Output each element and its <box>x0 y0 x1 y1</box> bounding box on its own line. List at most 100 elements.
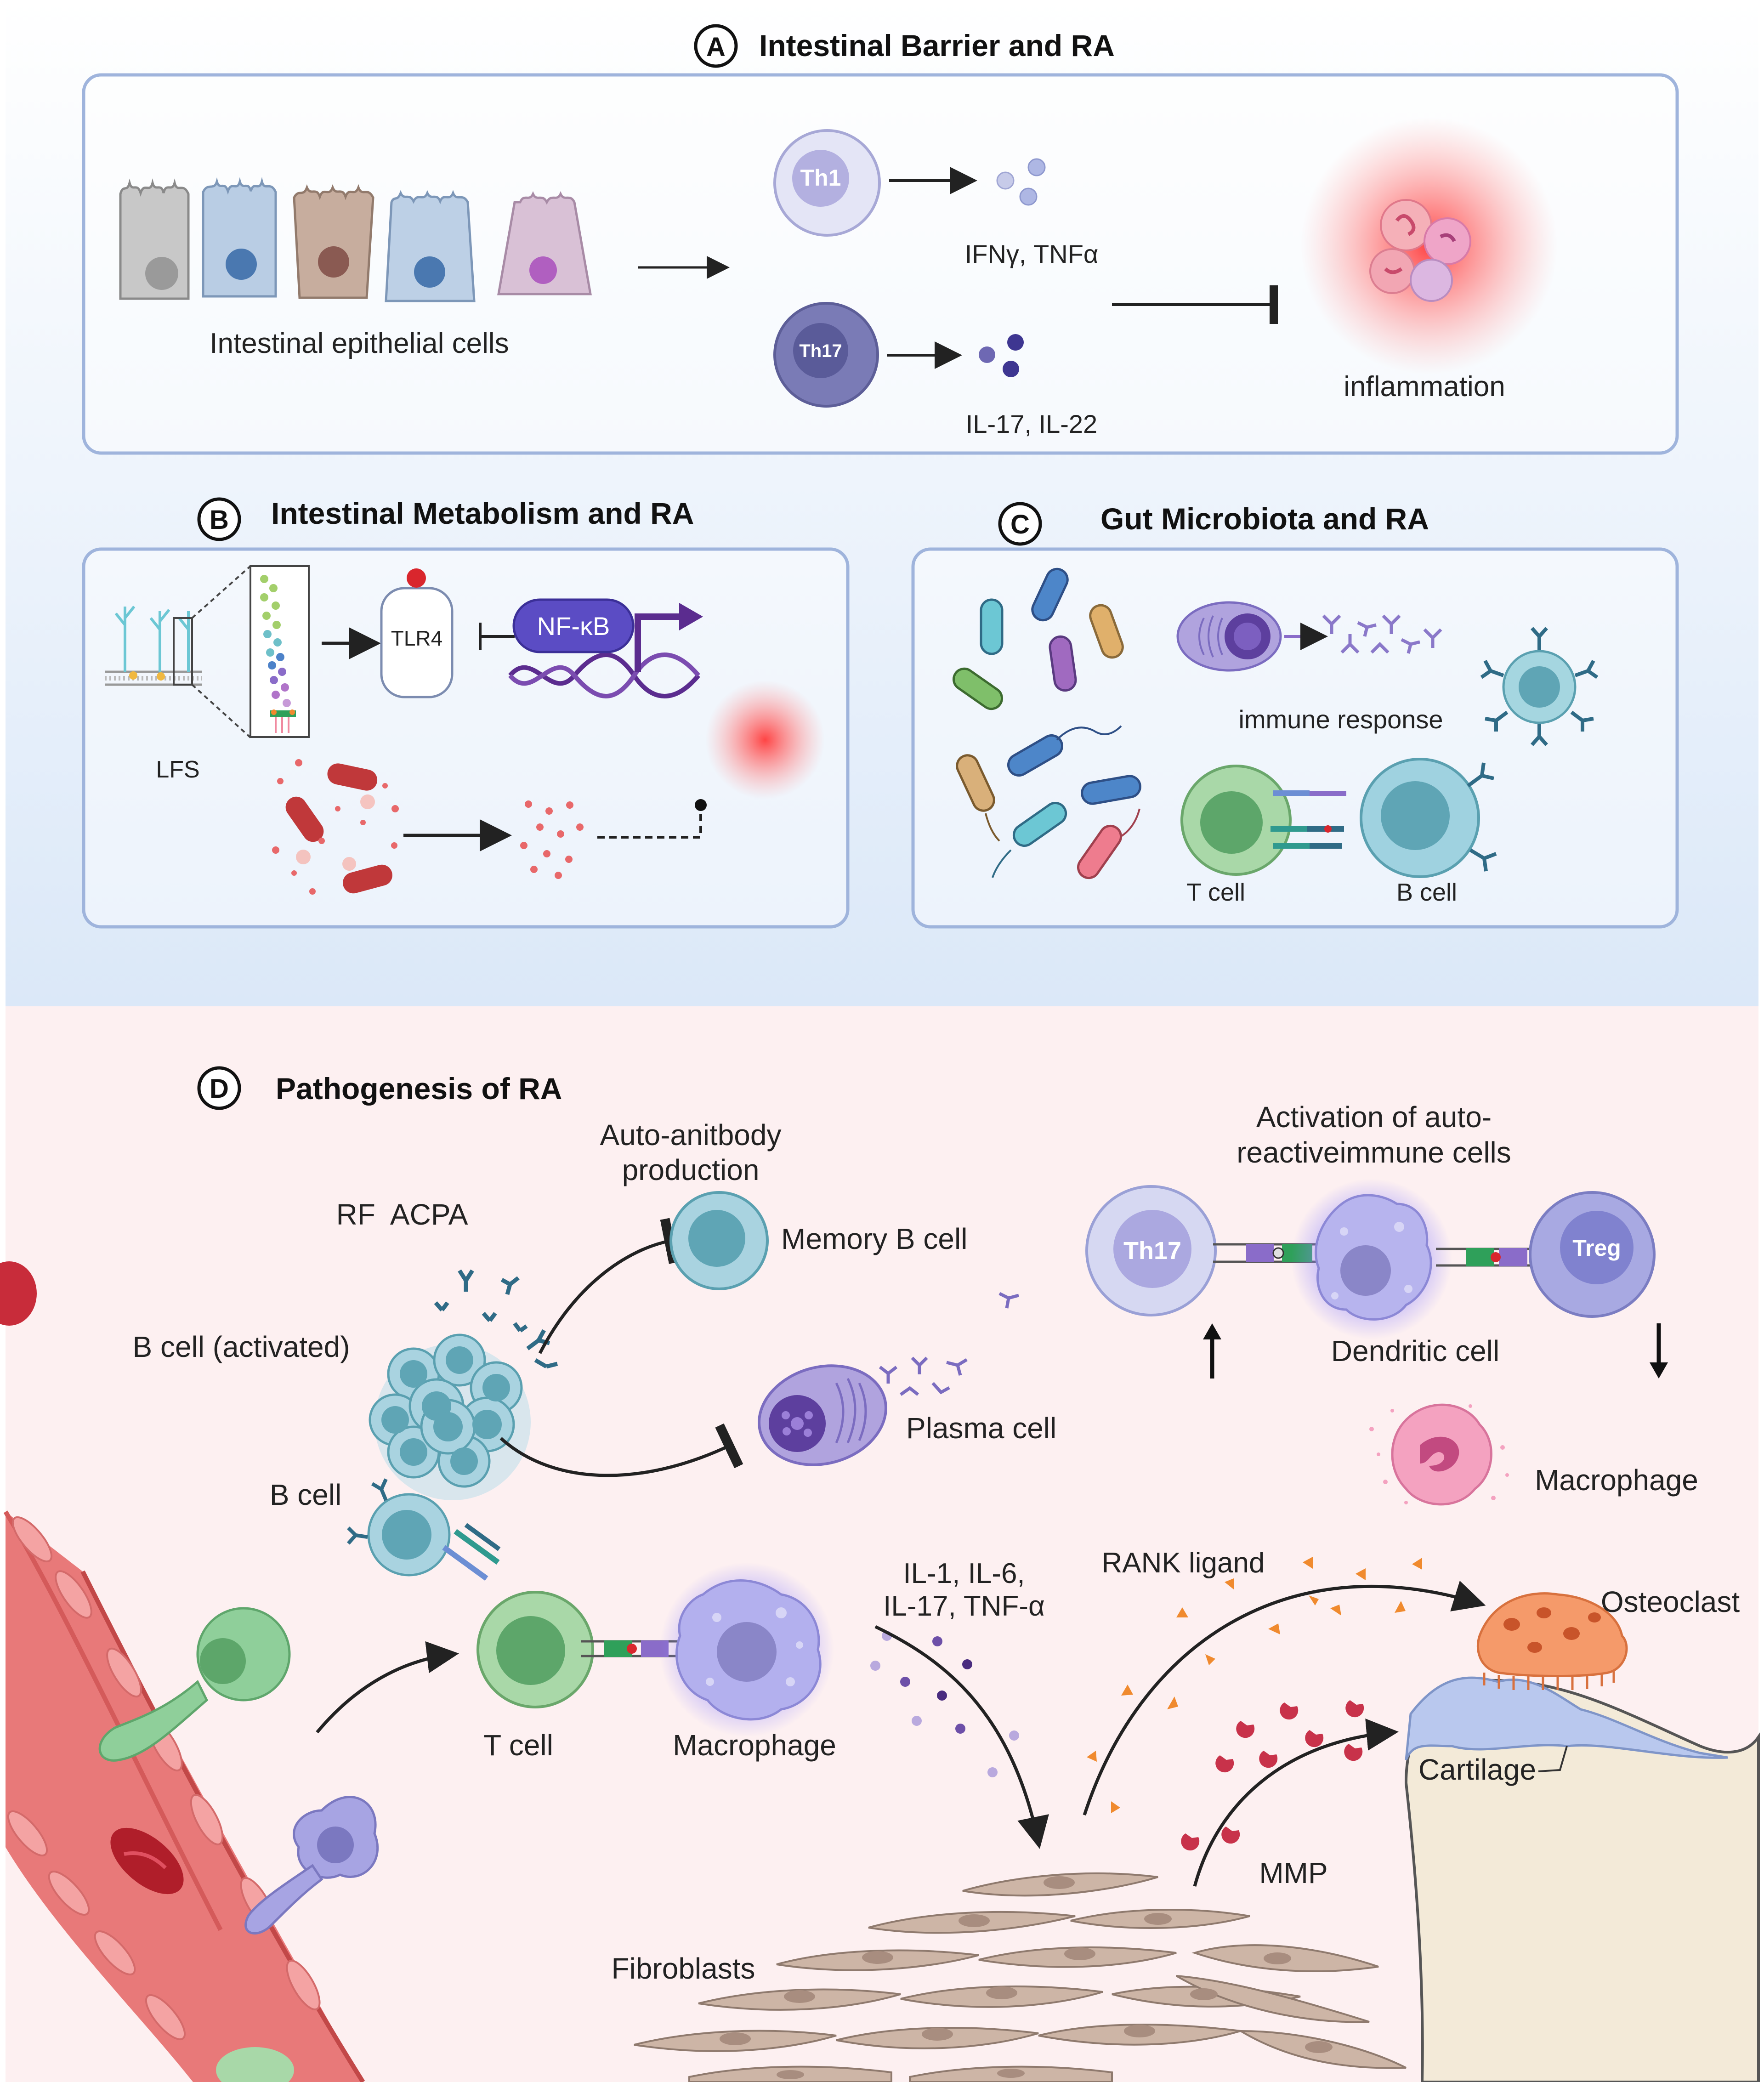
migrating-macrophage <box>244 1796 379 1935</box>
red-blood-cell <box>0 1261 37 1326</box>
lfs-label: LFS <box>156 756 199 783</box>
epithelial-cell <box>385 190 476 302</box>
panel-b: B Intestinal Metabolism and RA <box>82 496 850 929</box>
epithelial-cell <box>497 191 592 295</box>
arrow-cytokines-to-fibroblasts <box>874 1625 1049 1849</box>
th1-cytokine-dots <box>996 158 1046 206</box>
th1-cytokines-label: IFNγ, TNFα <box>965 239 1099 268</box>
tcr-mhc-bridge-c <box>1271 790 1346 849</box>
macrophage-2 <box>1369 1403 1509 1506</box>
treg-cell: Treg <box>1529 1191 1656 1318</box>
cytokines-label-2: IL-17, TNF-α <box>883 1590 1045 1622</box>
mmp-label: MMP <box>1259 1856 1327 1889</box>
cytokine-particles-d <box>870 1631 1019 1777</box>
th17-cell-a: Th17 <box>773 302 879 408</box>
tlr4-label: TLR4 <box>391 626 442 650</box>
macrophage-label-d: Macrophage <box>673 1729 836 1762</box>
treg-label: Treg <box>1572 1235 1621 1261</box>
connector-end <box>695 799 707 811</box>
autoantibody-label-2: production <box>622 1153 760 1186</box>
memory-b-label: Memory B cell <box>781 1222 967 1255</box>
gut-bacteria <box>953 567 1141 879</box>
rank-label: RANK ligand <box>1102 1547 1265 1579</box>
plasma-cell-c <box>1176 601 1282 672</box>
panel-c-box <box>911 547 1679 929</box>
membrane-lps <box>105 606 202 686</box>
nfkb-complex: NF-κB <box>479 598 703 698</box>
fibroblasts <box>634 1872 1407 2082</box>
th17-cytokine-dots <box>979 334 1024 377</box>
arrow-to-plasma <box>499 1423 743 1477</box>
panel-d-letter: D <box>210 1074 229 1104</box>
dc-treg-bridge <box>1436 1248 1542 1267</box>
nfkb-pill <box>512 598 635 653</box>
inflammation-label: inflammation <box>1344 371 1505 403</box>
th17-cytokines-label: IL-17, IL-22 <box>966 409 1097 438</box>
panel-a-letter: A <box>706 32 726 62</box>
activated-b-cell-cluster <box>369 1333 531 1500</box>
mmp-particles <box>1181 1700 1364 1851</box>
th17-cell-d: Th17 <box>1085 1185 1217 1316</box>
b-cell-label-c: B cell <box>1396 879 1457 906</box>
b-cell-d <box>347 1478 451 1577</box>
cytokines-label-1: IL-1, IL-6, <box>903 1558 1025 1589</box>
panel-b-title: Intestinal Metabolism and RA <box>271 496 694 530</box>
b-cell-label-d: B cell <box>270 1478 342 1511</box>
panel-a-box <box>82 73 1679 455</box>
bone-joint <box>1404 1676 1760 2082</box>
macrophage-d <box>659 1562 834 1737</box>
migrating-t-cell <box>98 1607 291 1762</box>
panel-a: A Intestinal Barrier and RA <box>82 24 1679 455</box>
dendritic-label: Dendritic cell <box>1331 1334 1499 1367</box>
th1-label: Th1 <box>800 165 841 191</box>
activation-label-2: reactiveimmune cells <box>1237 1136 1511 1169</box>
memory-b-cell <box>669 1191 769 1290</box>
b-activated-label: B cell (activated) <box>132 1330 350 1363</box>
arrow-to-memory-b <box>538 1218 679 1354</box>
th1-cell: Th1 <box>773 129 881 237</box>
antibody-presenting-cell <box>1480 627 1599 746</box>
osteoclast <box>1476 1592 1628 1690</box>
fibroblasts-label: Fibroblasts <box>612 1952 755 1985</box>
epithelial-cell <box>293 184 374 299</box>
released-particles <box>520 800 584 879</box>
rank-ligand-particles <box>1087 1557 1422 1813</box>
t-cell-d <box>476 1591 594 1708</box>
panel-c: C Gut Microbiota and RA <box>911 502 1679 929</box>
epithelial-cell <box>202 177 277 298</box>
autoantibody-label-1: Auto-anitbody <box>600 1118 782 1152</box>
panel-d-letter-circle <box>197 1066 241 1110</box>
metabolic-inflammation-glow <box>705 680 825 800</box>
epithelial-cells <box>119 177 592 302</box>
macrophage2-label: Macrophage <box>1535 1464 1698 1497</box>
plasma-antibodies-d <box>879 1292 1019 1396</box>
th17-label-d: Th17 <box>1123 1237 1181 1265</box>
epithelial-label: Intestinal epithelial cells <box>210 328 509 359</box>
up-arrow <box>1203 1323 1221 1379</box>
arrow-rank-to-osteoclast <box>1083 1581 1486 1816</box>
panel-c-title: Gut Microbiota and RA <box>1100 502 1429 536</box>
panel-d-title: Pathogenesis of RA <box>276 1072 562 1106</box>
t-cell-c <box>1180 765 1292 876</box>
bcr-tcr-bridge <box>442 1523 501 1581</box>
panel-b-letter: B <box>210 505 229 535</box>
t-cell-label-d: T cell <box>483 1729 553 1762</box>
tlr4-receptor: TLR4 <box>380 568 454 698</box>
immune-response-label: immune response <box>1238 705 1443 734</box>
rf-acpa-antibodies <box>434 1269 558 1369</box>
th17-label-a: Th17 <box>799 341 842 361</box>
arrow-mmp-to-cartilage <box>1193 1719 1399 1887</box>
b-cell-c <box>1360 758 1497 878</box>
nfkb-label: NF-κB <box>537 612 610 641</box>
arrow-extravasation <box>316 1641 459 1734</box>
activation-label-1: Activation of auto- <box>1256 1101 1492 1134</box>
antibodies-c <box>1322 614 1442 654</box>
inflammation-cluster <box>1300 117 1558 374</box>
plasma-label-d: Plasma cell <box>906 1412 1056 1445</box>
panel-c-letter-circle <box>998 502 1042 546</box>
cartilage-pointer <box>1538 1746 1568 1772</box>
panel-a-letter-circle <box>694 24 738 68</box>
lysing-bacteria <box>272 759 399 895</box>
plasma-cell-d <box>758 1364 887 1466</box>
